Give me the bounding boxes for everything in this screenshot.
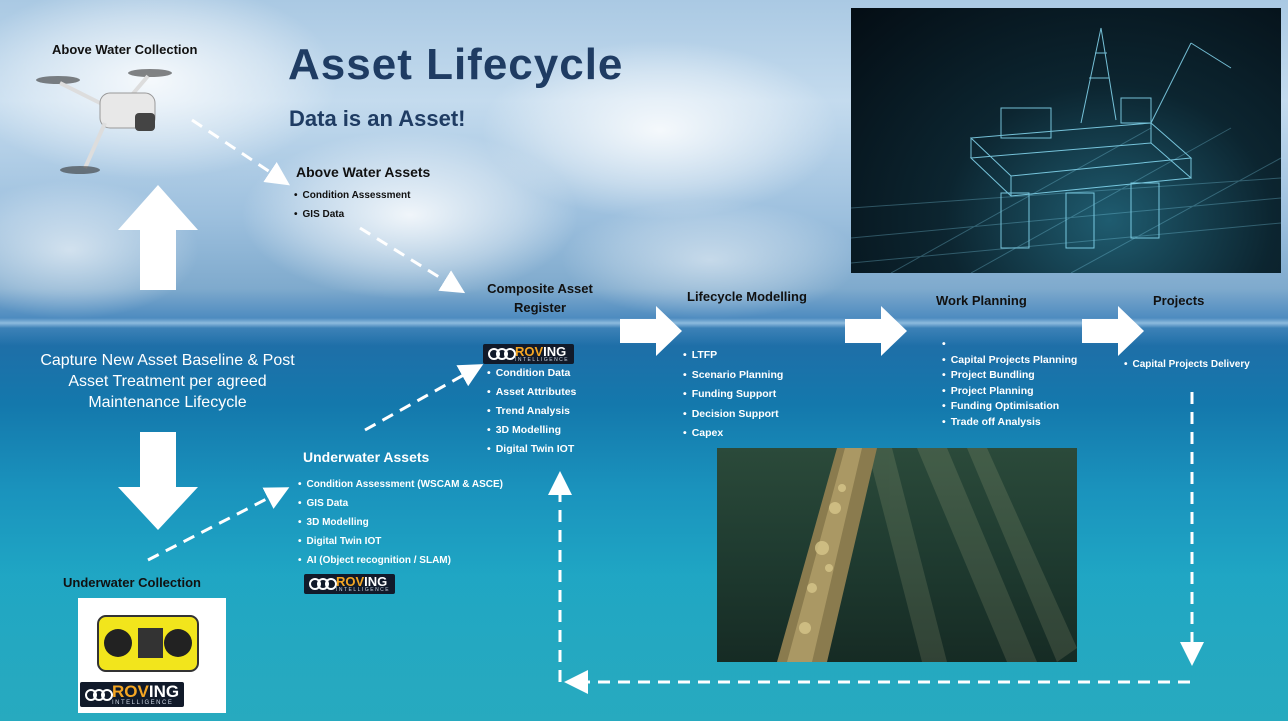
list-item: Asset Attributes <box>487 383 577 402</box>
list-item: Capital Projects Delivery <box>1124 357 1250 373</box>
underwater-assets-title: Underwater Assets <box>303 449 430 465</box>
list-item: Funding Support <box>683 385 783 405</box>
underwater-collection-label: Underwater Collection <box>63 575 201 590</box>
underwater-pile-photo <box>717 448 1077 662</box>
composite-register-list: Condition Data Asset Attributes Trend An… <box>487 364 577 459</box>
cloud <box>560 200 860 320</box>
right-arrow-icon <box>620 306 682 356</box>
list-item: GIS Data <box>298 494 503 513</box>
list-item: Condition Assessment <box>294 186 411 205</box>
list-item: Funding Optimisation <box>942 399 1077 415</box>
cloud <box>0 0 340 180</box>
above-water-assets-list: Condition Assessment GIS Data <box>294 186 411 224</box>
right-arrow-icon <box>1082 306 1144 356</box>
platform-wireframe-icon <box>851 27 1281 273</box>
list-item: Condition Assessment (WSCAM & ASCE) <box>298 475 504 494</box>
above-water-assets-title: Above Water Assets <box>296 164 431 180</box>
projects-list: Capital Projects Delivery <box>1124 357 1250 373</box>
down-arrow-icon <box>118 432 198 530</box>
page-title: Asset Lifecycle <box>288 40 624 89</box>
list-item: Project Bundling <box>942 368 1077 384</box>
capture-text: Capture New Asset Baseline & Post Asset … <box>40 352 295 411</box>
composite-register-title: Composite Asset Register <box>470 279 610 317</box>
list-item: Capex <box>683 424 783 444</box>
rov-icon <box>97 615 199 672</box>
platform-image <box>851 8 1281 273</box>
underwater-assets-list: Condition Assessment (WSCAM & ASCE) GIS … <box>298 475 504 570</box>
work-planning-title: Work Planning <box>936 293 1027 308</box>
list-item: Scenario Planning <box>683 366 784 386</box>
list-item <box>942 337 1077 353</box>
page-subtitle: Data is an Asset! <box>289 106 466 131</box>
list-item: Project Planning <box>942 384 1077 400</box>
composite-title-line2: Register <box>513 300 567 315</box>
up-arrow-icon <box>118 185 198 290</box>
above-water-collection-label: Above Water Collection <box>52 42 198 57</box>
list-item: GIS Data <box>294 205 411 224</box>
right-arrow-icon <box>845 306 907 356</box>
list-item: Condition Data <box>487 364 576 383</box>
list-item: Capital Projects Planning <box>942 353 1078 369</box>
list-item: Trend Analysis <box>487 402 576 421</box>
list-item: Decision Support <box>683 405 783 425</box>
list-item: Trade off Analysis <box>942 415 1077 431</box>
drone-icon <box>36 69 172 174</box>
lifecycle-modelling-title: Lifecycle Modelling <box>687 289 807 304</box>
list-item: AI (Object recognition / SLAM) <box>298 551 503 570</box>
list-item: LTFP <box>683 346 783 366</box>
pile-image-icon <box>777 448 1077 662</box>
list-item: 3D Modelling <box>487 421 576 440</box>
list-item: Digital Twin IOT <box>298 532 503 551</box>
work-planning-list: Capital Projects Planning Project Bundli… <box>942 337 1078 431</box>
composite-title-line1: Composite Asset <box>487 281 593 296</box>
list-item: 3D Modelling <box>298 513 503 532</box>
lifecycle-modelling-list: LTFP Scenario Planning Funding Support D… <box>683 346 784 444</box>
projects-title: Projects <box>1153 293 1205 308</box>
list-item: Digital Twin IOT <box>487 440 576 459</box>
cloud <box>480 40 840 220</box>
